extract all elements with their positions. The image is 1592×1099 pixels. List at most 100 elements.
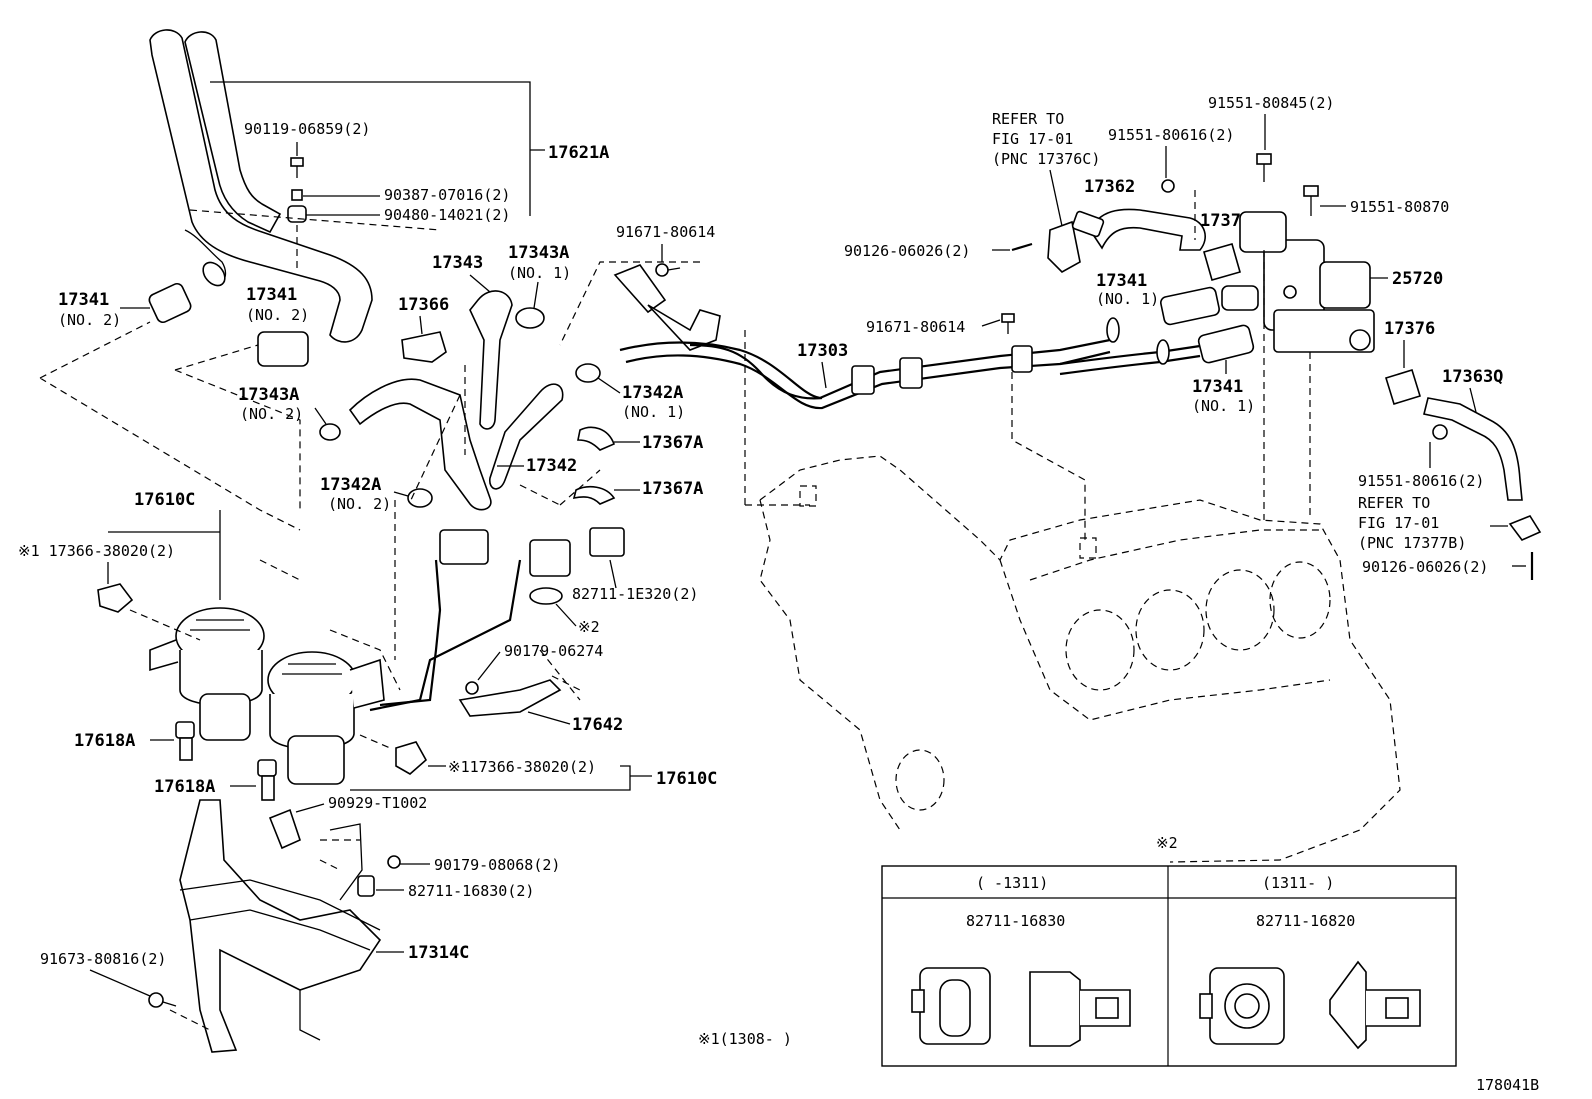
label-90126-06026-b: 90126-06026(2): [1362, 558, 1488, 576]
bolt-91551-80616-bottom: [1432, 424, 1448, 440]
engine-block-outline: [759, 455, 1401, 863]
label-17343A-no1: 17343A: [508, 243, 569, 263]
label-17642: 17642: [572, 715, 623, 735]
label-ref2-mark: ※2: [578, 618, 600, 636]
bolt-91551-80616-top: [1161, 179, 1175, 193]
stud-90126-06026-a: [1011, 242, 1033, 252]
label-17341-no1-b-sub: (NO. 1): [1192, 397, 1255, 415]
refer-b-line3: (PNC 17377B): [1358, 534, 1466, 552]
label-17341-no1-a: 17341: [1096, 271, 1147, 291]
label-17366: 17366: [398, 295, 449, 315]
label-90126-06026-a: 90126-06026(2): [844, 242, 970, 260]
label-17342: 17342: [526, 456, 577, 476]
figure-code: 178041B: [1476, 1076, 1539, 1094]
refer-a-line2: FIG 17-01: [992, 130, 1073, 148]
label-17341-no2-b: 17341: [246, 285, 297, 305]
exhaust-pipe-17621A: [149, 29, 373, 343]
nut-90179-08068: [387, 855, 401, 869]
nut-90179-06274: [465, 681, 479, 695]
refer-b-line1: REFER TO: [1358, 494, 1430, 512]
air-pump-17610C-a: [149, 607, 265, 741]
label-17366-38020-a: ※1 17366-38020(2): [18, 542, 175, 560]
label-82711-16830-left: 82711-16830(2): [408, 882, 534, 900]
label-17343: 17343: [432, 253, 483, 273]
label-91673-80816: 91673-80816(2): [40, 950, 166, 968]
label-17610C-bottom: 17610C: [656, 769, 717, 789]
clamp-82711-16820-drawing: [1199, 960, 1421, 1050]
label-17618A-b: 17618A: [154, 777, 215, 797]
clamp-17343A-no2: [319, 423, 341, 441]
hose-17343: [469, 290, 513, 430]
label-17342A-no2: 17342A: [320, 475, 381, 495]
label-17618A-a: 17618A: [74, 731, 135, 751]
hose-17342: [348, 378, 564, 511]
gasket-17376-right: [1385, 369, 1421, 405]
label-17621A: 17621A: [548, 143, 609, 163]
pipe-17362: [1071, 208, 1206, 251]
label-17342A-no1: 17342A: [622, 383, 683, 403]
pipe-17363Q: [1423, 397, 1523, 501]
label-90480-14021: 90480-14021(2): [384, 206, 510, 224]
valve-17618A-b: [257, 759, 277, 801]
hose-17341-no2-b: [257, 331, 309, 367]
bolt-91671-80614-b: [1001, 313, 1015, 334]
label-17376-right: 17376: [1384, 319, 1435, 339]
label-90179-06274: 90179-06274: [504, 642, 603, 660]
label-91551-80870: 91551-80870: [1350, 198, 1449, 216]
inset-col2-header: (1311- ): [1262, 874, 1334, 892]
clip-17366-38020-b: [395, 741, 428, 775]
valve-17618A-a: [175, 721, 195, 761]
clamp-17342A-no1: [575, 363, 601, 383]
clip-17366-38020-a: [97, 583, 134, 613]
insulator-17367A-b: [572, 485, 616, 505]
label-91671-80614-a: 91671-80614: [616, 223, 715, 241]
label-17343A-no1-sub: (NO. 1): [508, 264, 571, 282]
vacuum-lines: [369, 527, 625, 712]
label-17343A-no2: 17343A: [238, 385, 299, 405]
bracket-17642: [458, 679, 562, 717]
inset-col1-header: ( -1311): [976, 874, 1048, 892]
air-pump-17610C-b: [267, 651, 385, 785]
label-17363Q: 17363Q: [1442, 367, 1503, 387]
refer-a-line1: REFER TO: [992, 110, 1064, 128]
label-17342A-no2-sub: (NO. 2): [328, 495, 391, 513]
gasket-17376-top: [1203, 243, 1241, 281]
refer-note-a: REFER TO FIG 17-01 (PNC 17376C): [992, 110, 1100, 168]
gasket-17377B: [1508, 515, 1542, 541]
air-switching-valve-25720: [1239, 211, 1375, 353]
label-91551-80616-top: 91551-80616(2): [1108, 126, 1234, 144]
label-90179-08068: 90179-08068(2): [434, 856, 560, 874]
inset-table: ※2 ( -1311) (1311- ) 82711-16830 82711-1…: [881, 834, 1457, 1067]
hose-17341-no1-a: [1160, 286, 1220, 326]
damper-90929-T1002: [268, 808, 301, 850]
gasket-17376C: [1047, 220, 1081, 273]
label-17303: 17303: [797, 341, 848, 361]
inset-marker: ※2: [1156, 834, 1178, 852]
label-17341-no2-a: 17341: [58, 290, 109, 310]
bolt-91551-80870: [1303, 185, 1319, 216]
pipe-17303: [613, 264, 1201, 410]
label-91671-80614-b: 91671-80614: [866, 318, 965, 336]
label-17343A-no2-sub: (NO. 2): [240, 405, 303, 423]
leader-17621A: [210, 81, 545, 216]
label-note1: ※1(1308- ): [698, 1030, 792, 1048]
label-17341-no1-a-sub: (NO. 1): [1096, 290, 1159, 308]
label-17341-no1-b: 17341: [1192, 377, 1243, 397]
label-17314C: 17314C: [408, 943, 469, 963]
clamp-17343A-no1: [515, 307, 545, 329]
label-17367A-a: 17367A: [642, 433, 703, 453]
hose-17341-no1-b: [1197, 324, 1255, 364]
bracket-17314C: [179, 799, 382, 1053]
label-82711-1E320: 82711-1E320(2): [572, 585, 698, 603]
clamp-82711-16830-drawing: [911, 967, 1131, 1047]
hose-17341-no2-a: [148, 282, 192, 324]
label-17362: 17362: [1084, 177, 1135, 197]
refer-b-line2: FIG 17-01: [1358, 514, 1439, 532]
label-17367A-b: 17367A: [642, 479, 703, 499]
label-17610C-top: 17610C: [134, 490, 195, 510]
collar-90387: [291, 189, 303, 201]
hose-17341-no1-a2: [1221, 285, 1259, 311]
label-17376-top: 17376: [1200, 211, 1251, 231]
insulator-17367A-a: [577, 426, 616, 451]
